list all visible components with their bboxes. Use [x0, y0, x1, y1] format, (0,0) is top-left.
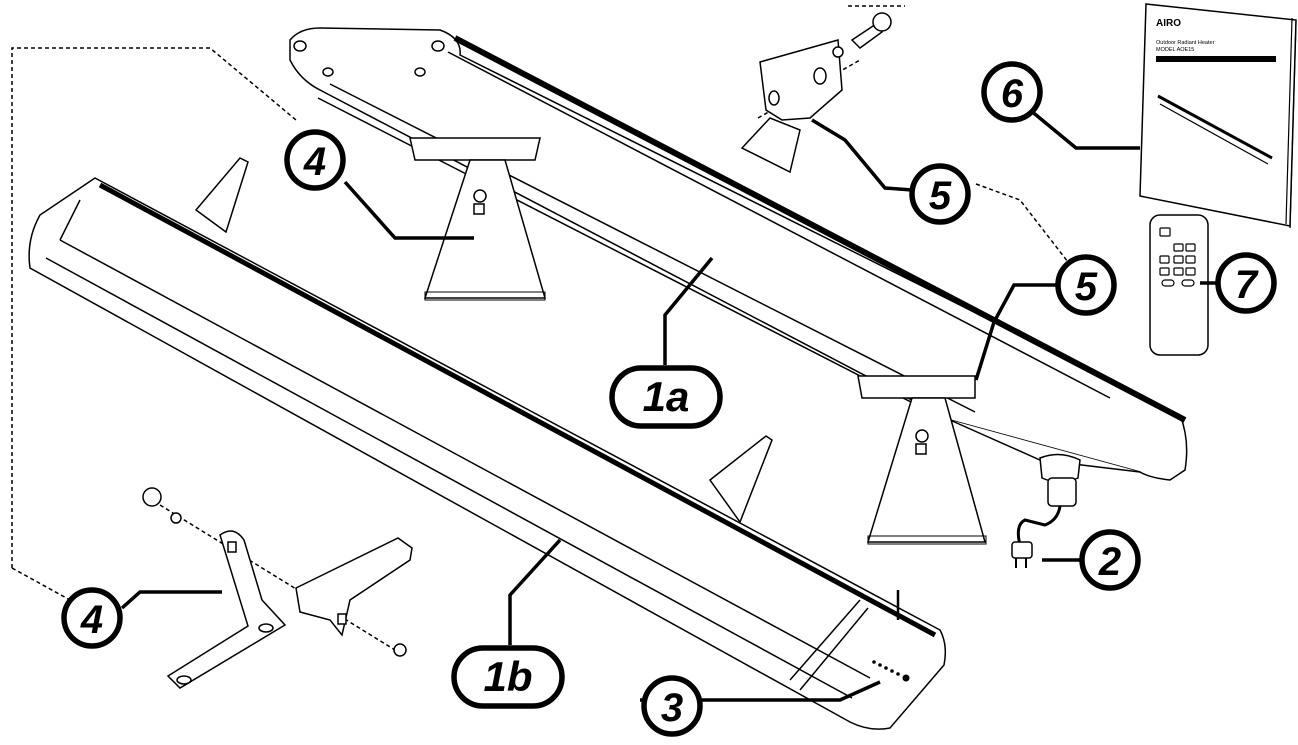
bracket-with-bolt [740, 12, 892, 174]
callout-5-lower-label: 5 [1075, 265, 1098, 309]
callout-1b: 1b [451, 645, 565, 709]
callout-1b-label: 1b [483, 653, 532, 700]
leader-lines [120, 108, 1218, 702]
callout-5-upper: 5 [909, 163, 971, 225]
callout-4-upper-label: 4 [303, 140, 326, 184]
manual-title-line2: MODEL AOE15 [1156, 47, 1194, 53]
power-cord-plug [1011, 505, 1062, 568]
callout-5-upper-label: 5 [929, 174, 952, 218]
remote-control [1149, 214, 1209, 356]
callout-4-lower-label: 4 [80, 598, 103, 642]
callout-6: 6 [981, 61, 1043, 123]
callout-7-label: 7 [1235, 263, 1259, 307]
callout-5-lower: 5 [1055, 254, 1117, 316]
manual-brand: AIRO [1156, 18, 1181, 29]
bracket-1a-right [857, 375, 987, 545]
user-manual: AIRO Outdoor Radiant Heater MODEL AOE15 [1139, 3, 1297, 229]
callout-3-label: 3 [661, 686, 683, 730]
callout-7: 7 [1215, 252, 1277, 314]
callout-3: 3 [641, 675, 703, 737]
callout-4-lower: 4 [61, 587, 123, 649]
heater-body-1b [28, 157, 947, 730]
bracket-1a-left [409, 137, 546, 301]
callout-1a: 1a [609, 365, 723, 429]
callout-4-upper: 4 [284, 129, 346, 191]
manual-title-line1: Outdoor Radiant Heater [1156, 40, 1215, 46]
mounting-bracket-set [142, 487, 413, 689]
callout-1a-label: 1a [643, 373, 690, 420]
callout-2: 2 [1079, 529, 1141, 591]
callout-2-label: 2 [1098, 540, 1121, 584]
callout-6-label: 6 [1001, 72, 1024, 116]
